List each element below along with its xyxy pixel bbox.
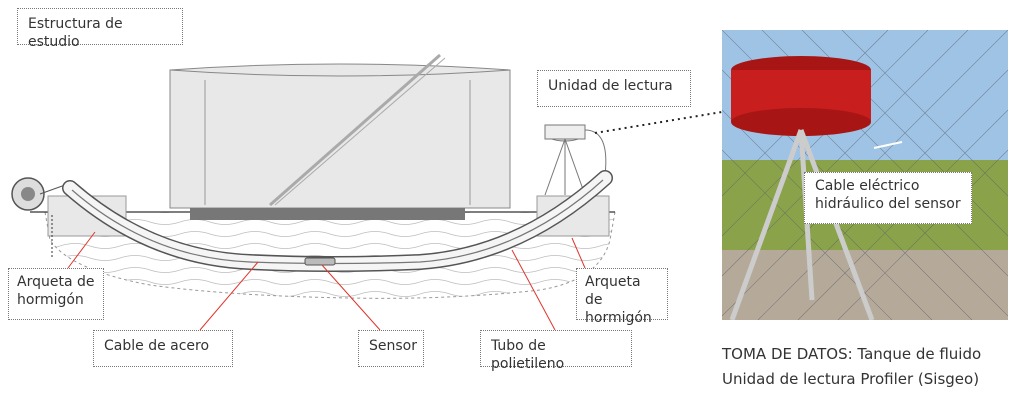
- label-study-structure: Estructura de estudio: [17, 8, 183, 50]
- storage-tank: [169, 53, 511, 220]
- label-concrete-box-left: Arqueta de hormigón: [8, 268, 104, 320]
- sensor-shape: [304, 257, 336, 266]
- label-polyethylene-tube: Tubo de polietileno: [480, 330, 632, 372]
- photo-caption: TOMA DE DATOS: Tanque de fluido Unidad d…: [722, 342, 981, 392]
- soil-mass: [44, 211, 616, 299]
- reading-unit-drawing: [544, 124, 607, 196]
- label-concrete-box-right: Arqueta de hormigón: [576, 268, 668, 326]
- label-steel-cable: Cable de acero: [93, 330, 233, 367]
- caption-line-1: TOMA DE DATOS: Tanque de fluido: [722, 345, 982, 363]
- label-reading-unit: Unidad de lectura: [537, 70, 691, 107]
- label-sensor: Sensor: [358, 330, 424, 367]
- caption-line-2: Unidad de lectura Profiler (Sisgeo): [722, 370, 980, 388]
- label-sensor-cable: Cable eléctrico hidráulico del sensor: [804, 172, 972, 224]
- leader-lines: [67, 231, 586, 331]
- cable-reel: [11, 177, 66, 211]
